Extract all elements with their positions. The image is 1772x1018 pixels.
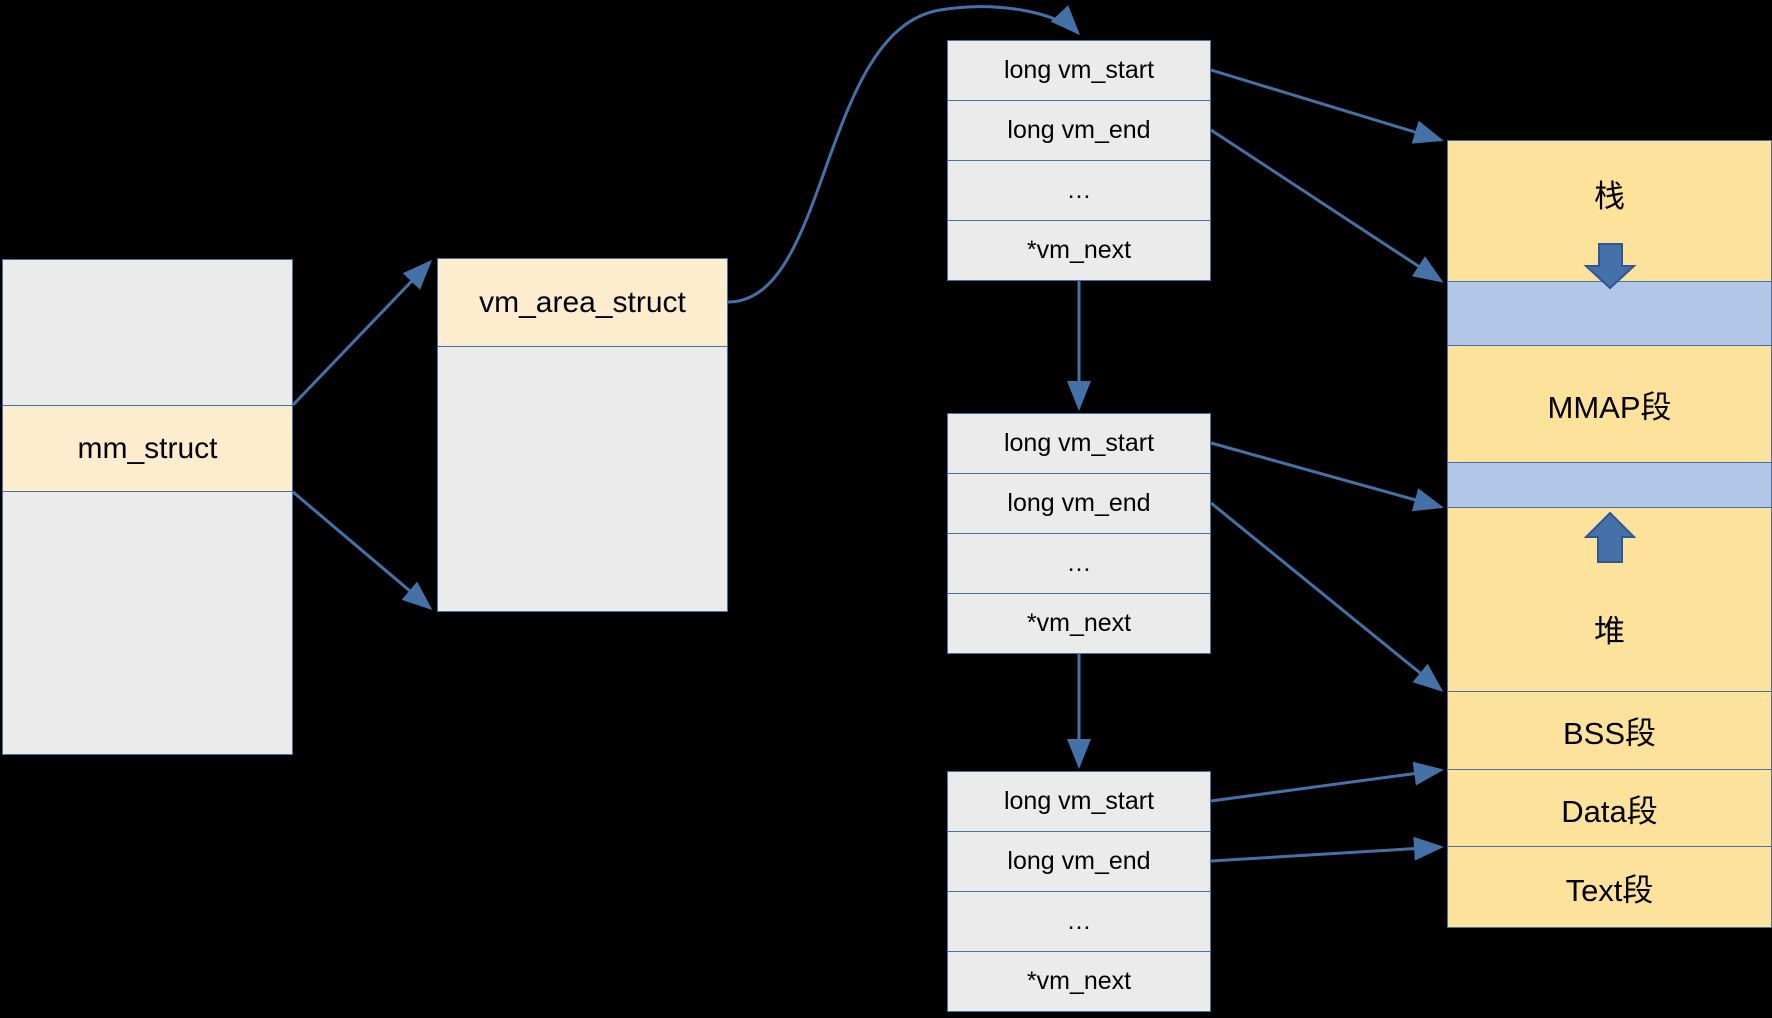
memory-segment-data-label: Data段	[1561, 793, 1658, 829]
vma-2-field-vm-next-label: *vm_next	[1026, 609, 1132, 637]
vma-1-field-vm-start-label: long vm_start	[1003, 56, 1155, 84]
memory-segment-text-label: Text段	[1565, 872, 1654, 908]
memory-gap-upper	[1447, 281, 1772, 346]
memory-segment-heap[interactable]: 堆	[1447, 507, 1772, 692]
vma-1-field-vm-end-label: long vm_end	[1007, 116, 1151, 144]
vma-3-field-ellipsis-label: …	[1066, 907, 1092, 935]
edge-mm-to-vma-bottom	[292, 490, 433, 610]
vma-3-field-vm-next-label: *vm_next	[1026, 967, 1132, 995]
vma-3-field-vm-next[interactable]: *vm_next	[947, 951, 1211, 1012]
vma-1-field-ellipsis-label: …	[1066, 176, 1092, 204]
vm-area-struct-label-row[interactable]: vm_area_struct	[437, 258, 728, 347]
memory-segment-data[interactable]: Data段	[1447, 769, 1772, 847]
vma-1-field-ellipsis[interactable]: …	[947, 160, 1211, 221]
memory-gap-lower	[1447, 462, 1772, 508]
vma-3-field-ellipsis[interactable]: …	[947, 891, 1211, 952]
vma-3-field-vm-end[interactable]: long vm_end	[947, 831, 1211, 892]
vma-3-field-vm-start[interactable]: long vm_start	[947, 771, 1211, 832]
vma-1-field-vm-start[interactable]: long vm_start	[947, 40, 1211, 101]
memory-segment-text[interactable]: Text段	[1447, 846, 1772, 928]
vma-2-field-vm-start[interactable]: long vm_start	[947, 413, 1211, 474]
edge-mm-to-vma-top	[291, 259, 433, 407]
edge-node1-start-to-stack-top	[1210, 68, 1444, 144]
vma-3-field-vm-end-label: long vm_end	[1007, 847, 1151, 875]
memory-segment-stack-label: 栈	[1594, 179, 1625, 214]
mm-struct-label-row[interactable]: mm_struct	[2, 405, 293, 492]
edge-node2-start-to-mmap	[1210, 441, 1444, 512]
vm-area-struct-body-slot	[437, 346, 728, 612]
mm-struct-bottom-slot	[2, 491, 293, 755]
vma-2-field-vm-end[interactable]: long vm_end	[947, 473, 1211, 534]
edge-node3-start-to-data	[1210, 761, 1444, 803]
memory-segment-mmap[interactable]: MMAP段	[1447, 345, 1772, 463]
memory-segment-bss[interactable]: BSS段	[1447, 691, 1772, 770]
memory-segment-heap-label: 堆	[1594, 614, 1625, 649]
vma-2-field-vm-start-label: long vm_start	[1003, 429, 1155, 457]
vm-area-struct-label: vm_area_struct	[479, 285, 686, 319]
vma-2-field-vm-end-label: long vm_end	[1007, 489, 1151, 517]
vma-1-field-vm-end[interactable]: long vm_end	[947, 100, 1211, 161]
edge-node1-end-to-stack-bottom	[1210, 128, 1444, 283]
vma-2-field-ellipsis-label: …	[1066, 549, 1092, 577]
vma-1-field-vm-next[interactable]: *vm_next	[947, 220, 1211, 281]
vma-2-field-ellipsis[interactable]: …	[947, 533, 1211, 594]
edge-node2-end-to-heap-bottom	[1210, 501, 1444, 692]
edge-node3-end-to-text	[1210, 836, 1444, 863]
vma-1-field-vm-next-label: *vm_next	[1026, 236, 1132, 264]
vma-2-field-vm-next[interactable]: *vm_next	[947, 593, 1211, 654]
mm-struct-top-slot	[2, 259, 293, 406]
memory-segment-stack[interactable]: 栈	[1447, 140, 1772, 282]
memory-segment-mmap-label: MMAP段	[1547, 389, 1672, 425]
mm-struct-label: mm_struct	[77, 431, 218, 465]
memory-segment-bss-label: BSS段	[1562, 716, 1657, 751]
vma-3-field-vm-start-label: long vm_start	[1003, 787, 1155, 815]
